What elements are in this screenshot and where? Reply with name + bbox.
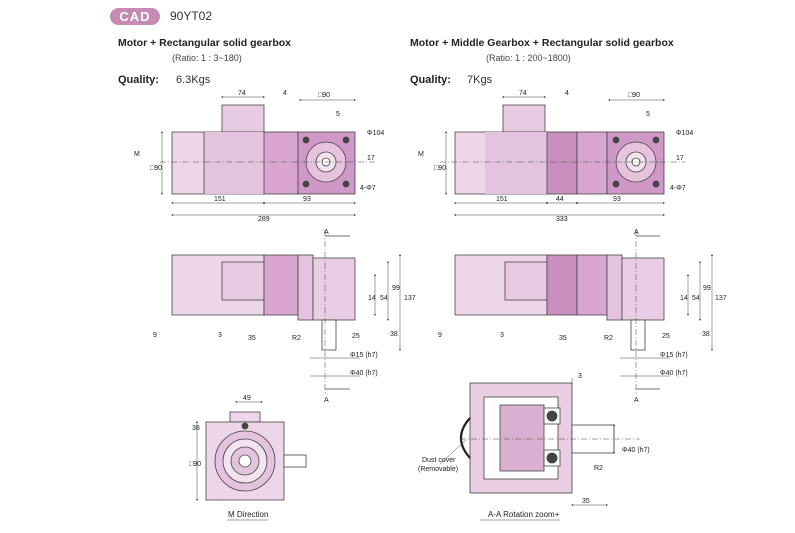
m-dim-38: 38 bbox=[192, 425, 200, 432]
left-dim-17: 17 bbox=[367, 155, 375, 162]
left-dim-phi40: Φ40 (h7) bbox=[350, 370, 378, 377]
right-dim-151: 151 bbox=[496, 196, 508, 203]
right-dim-3: 3 bbox=[500, 332, 504, 339]
dust-cover-removable: (Removable) bbox=[418, 466, 458, 473]
left-dim-74: 74 bbox=[238, 90, 246, 97]
left-dim-phi104: Φ104 bbox=[367, 130, 384, 137]
right-dim-R2: R2 bbox=[604, 335, 613, 342]
left-dim-137: 137 bbox=[404, 295, 416, 302]
right-dim-90sq: □90 bbox=[628, 92, 640, 99]
aa-dim-phi40: Φ40 (h7) bbox=[622, 447, 650, 454]
right-dim-35: 35 bbox=[559, 335, 567, 342]
right-dim-4: 4 bbox=[565, 90, 569, 97]
right-dim-44: 44 bbox=[556, 196, 564, 203]
right-middle-gearbox bbox=[546, 131, 578, 195]
left-dim-14: 14 bbox=[368, 295, 376, 302]
right-dim-14: 14 bbox=[680, 295, 688, 302]
right-dim-93: 93 bbox=[613, 196, 621, 203]
right-side-view bbox=[454, 230, 713, 395]
left-section-A-top: A bbox=[324, 229, 329, 236]
left-quality-label: Quality: bbox=[118, 74, 159, 86]
left-section-A-bottom: A bbox=[324, 397, 329, 404]
left-dim-9: 9 bbox=[153, 332, 157, 339]
right-title: Motor + Middle Gearbox + Rectangular sol… bbox=[410, 37, 674, 49]
left-dim-54: 54 bbox=[380, 295, 388, 302]
right-dim-38: 38 bbox=[702, 331, 710, 338]
dust-cover-shape bbox=[459, 417, 471, 459]
right-dim-17: 17 bbox=[676, 155, 684, 162]
right-dim-phi104: Φ104 bbox=[676, 130, 693, 137]
right-dim-25: 25 bbox=[662, 333, 670, 340]
left-dim-289: 289 bbox=[258, 216, 270, 223]
right-section-A-top: A bbox=[634, 229, 639, 236]
left-dim-90v: □90 bbox=[150, 165, 162, 172]
right-dim-5: 5 bbox=[646, 111, 650, 118]
right-dim-54: 54 bbox=[692, 295, 700, 302]
m-direction-caption: M Direction bbox=[228, 510, 268, 519]
left-dim-93: 93 bbox=[303, 196, 311, 203]
right-dim-90v: □90 bbox=[434, 165, 446, 172]
left-dim-M: M bbox=[134, 151, 140, 158]
left-dim-phi15: Φ15 (h7) bbox=[350, 352, 378, 359]
left-dim-90sq: □90 bbox=[318, 92, 330, 99]
right-dim-M: M bbox=[418, 151, 424, 158]
left-output-shaft bbox=[321, 319, 337, 351]
left-gear-housing bbox=[263, 131, 299, 195]
aa-dim-35: 35 bbox=[582, 498, 590, 505]
right-dim-99: 99 bbox=[703, 285, 711, 292]
left-dim-R2: R2 bbox=[292, 335, 301, 342]
left-ratio: (Ratio: 1 : 3~180) bbox=[172, 53, 242, 63]
left-dim-35: 35 bbox=[248, 335, 256, 342]
aa-dim-R2: R2 bbox=[594, 465, 603, 472]
right-dim-4phi7: 4-Φ7 bbox=[670, 185, 686, 192]
left-dim-25: 25 bbox=[352, 333, 360, 340]
right-quality-value: 7Kgs bbox=[467, 74, 493, 86]
cad-badge: CAD bbox=[110, 8, 160, 25]
m-dim-90: □90 bbox=[189, 461, 201, 468]
right-gear-housing bbox=[576, 131, 608, 195]
left-dim-4: 4 bbox=[283, 90, 287, 97]
right-terminal-box bbox=[502, 104, 546, 133]
m-direction-view bbox=[196, 401, 307, 521]
left-terminal-box bbox=[221, 104, 265, 133]
aa-dim-3: 3 bbox=[578, 373, 582, 380]
left-dim-5: 5 bbox=[336, 111, 340, 118]
right-dim-phi40: Φ40 (h7) bbox=[660, 370, 688, 377]
left-dim-3: 3 bbox=[218, 332, 222, 339]
model-number: 90YT02 bbox=[170, 9, 213, 23]
left-title: Motor + Rectangular solid gearbox bbox=[118, 37, 291, 49]
right-dim-137: 137 bbox=[715, 295, 727, 302]
right-section-A-bottom: A bbox=[634, 397, 639, 404]
right-dim-phi15: Φ15 (h7) bbox=[660, 352, 688, 359]
left-dim-38: 38 bbox=[390, 331, 398, 338]
m-dim-49: 49 bbox=[243, 395, 251, 402]
right-dim-333: 333 bbox=[556, 216, 568, 223]
aa-section-caption: A-A Rotation zoom+ bbox=[488, 510, 560, 519]
aa-section-view bbox=[439, 378, 640, 521]
left-top-view bbox=[160, 96, 375, 216]
right-quality-label: Quality: bbox=[410, 74, 451, 86]
left-dim-4phi7: 4-Φ7 bbox=[360, 185, 376, 192]
right-dim-74: 74 bbox=[519, 90, 527, 97]
right-output-shaft bbox=[630, 319, 646, 351]
right-top-view bbox=[440, 96, 685, 216]
left-dim-151: 151 bbox=[214, 196, 226, 203]
dust-cover-label: Dust cover bbox=[422, 457, 456, 464]
left-dim-99: 99 bbox=[392, 285, 400, 292]
left-side-view bbox=[171, 230, 401, 395]
right-dim-9: 9 bbox=[438, 332, 442, 339]
right-ratio: (Ratio: 1 : 200~1800) bbox=[486, 53, 571, 63]
left-quality-value: 6.3Kgs bbox=[176, 74, 211, 86]
